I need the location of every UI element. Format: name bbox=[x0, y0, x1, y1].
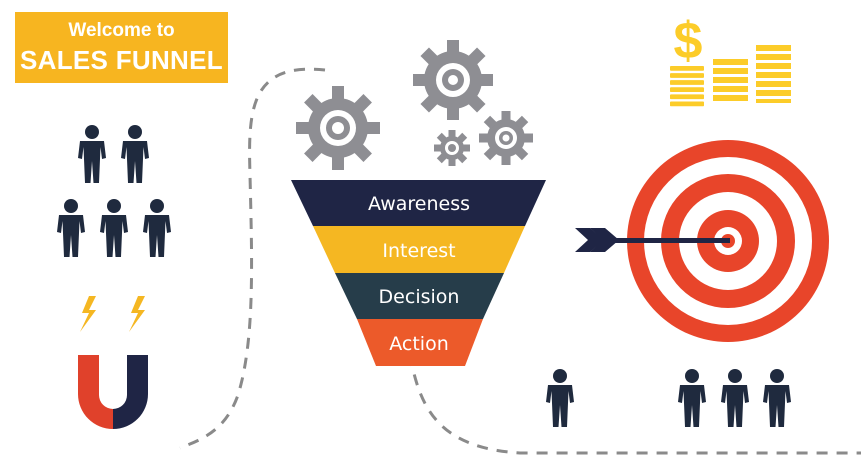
funnel-label-awareness: Awareness bbox=[368, 193, 470, 215]
person-icon bbox=[100, 199, 128, 257]
person-icon bbox=[763, 369, 791, 427]
gear-icon bbox=[434, 130, 470, 166]
lightning-icon bbox=[129, 296, 145, 332]
journey-path-bottom bbox=[408, 354, 861, 455]
funnel: Awareness Interest Decision Action bbox=[291, 180, 546, 366]
person-icon bbox=[546, 369, 574, 427]
funnel-label-decision: Decision bbox=[379, 286, 460, 308]
dollar-icon: $ bbox=[674, 12, 703, 70]
gears-group bbox=[296, 40, 533, 170]
person-icon bbox=[721, 369, 749, 427]
funnel-stage-action bbox=[357, 319, 483, 366]
gear-icon bbox=[296, 86, 380, 170]
gear-icon bbox=[479, 111, 533, 165]
arrow-icon bbox=[575, 228, 730, 252]
funnel-label-interest: Interest bbox=[382, 240, 455, 262]
magnet-icon bbox=[78, 346, 148, 429]
coin-stack-icon bbox=[670, 65, 704, 107]
people-group-left bbox=[57, 125, 171, 257]
person-icon bbox=[143, 199, 171, 257]
lightning-icons bbox=[80, 296, 145, 332]
funnel-label-action: Action bbox=[389, 333, 449, 355]
gear-icon bbox=[413, 40, 493, 120]
funnel-stage-interest bbox=[313, 226, 525, 273]
lightning-icon bbox=[80, 296, 96, 332]
people-group-bottom-right bbox=[546, 369, 791, 427]
banner-title: SALES FUNNEL bbox=[20, 45, 223, 75]
person-icon bbox=[57, 199, 85, 257]
funnel-stage-awareness bbox=[291, 180, 546, 226]
person-icon bbox=[121, 125, 149, 183]
welcome-banner: Welcome to SALES FUNNEL bbox=[15, 12, 228, 83]
banner-welcome-text: Welcome to bbox=[68, 20, 175, 41]
journey-path bbox=[179, 67, 326, 450]
coin-stack-icon bbox=[713, 59, 748, 101]
coins-group: $ bbox=[670, 12, 791, 107]
person-icon bbox=[78, 125, 106, 183]
coin-stack-icon bbox=[756, 45, 791, 103]
funnel-stage-decision bbox=[335, 273, 504, 319]
person-icon bbox=[678, 369, 706, 427]
